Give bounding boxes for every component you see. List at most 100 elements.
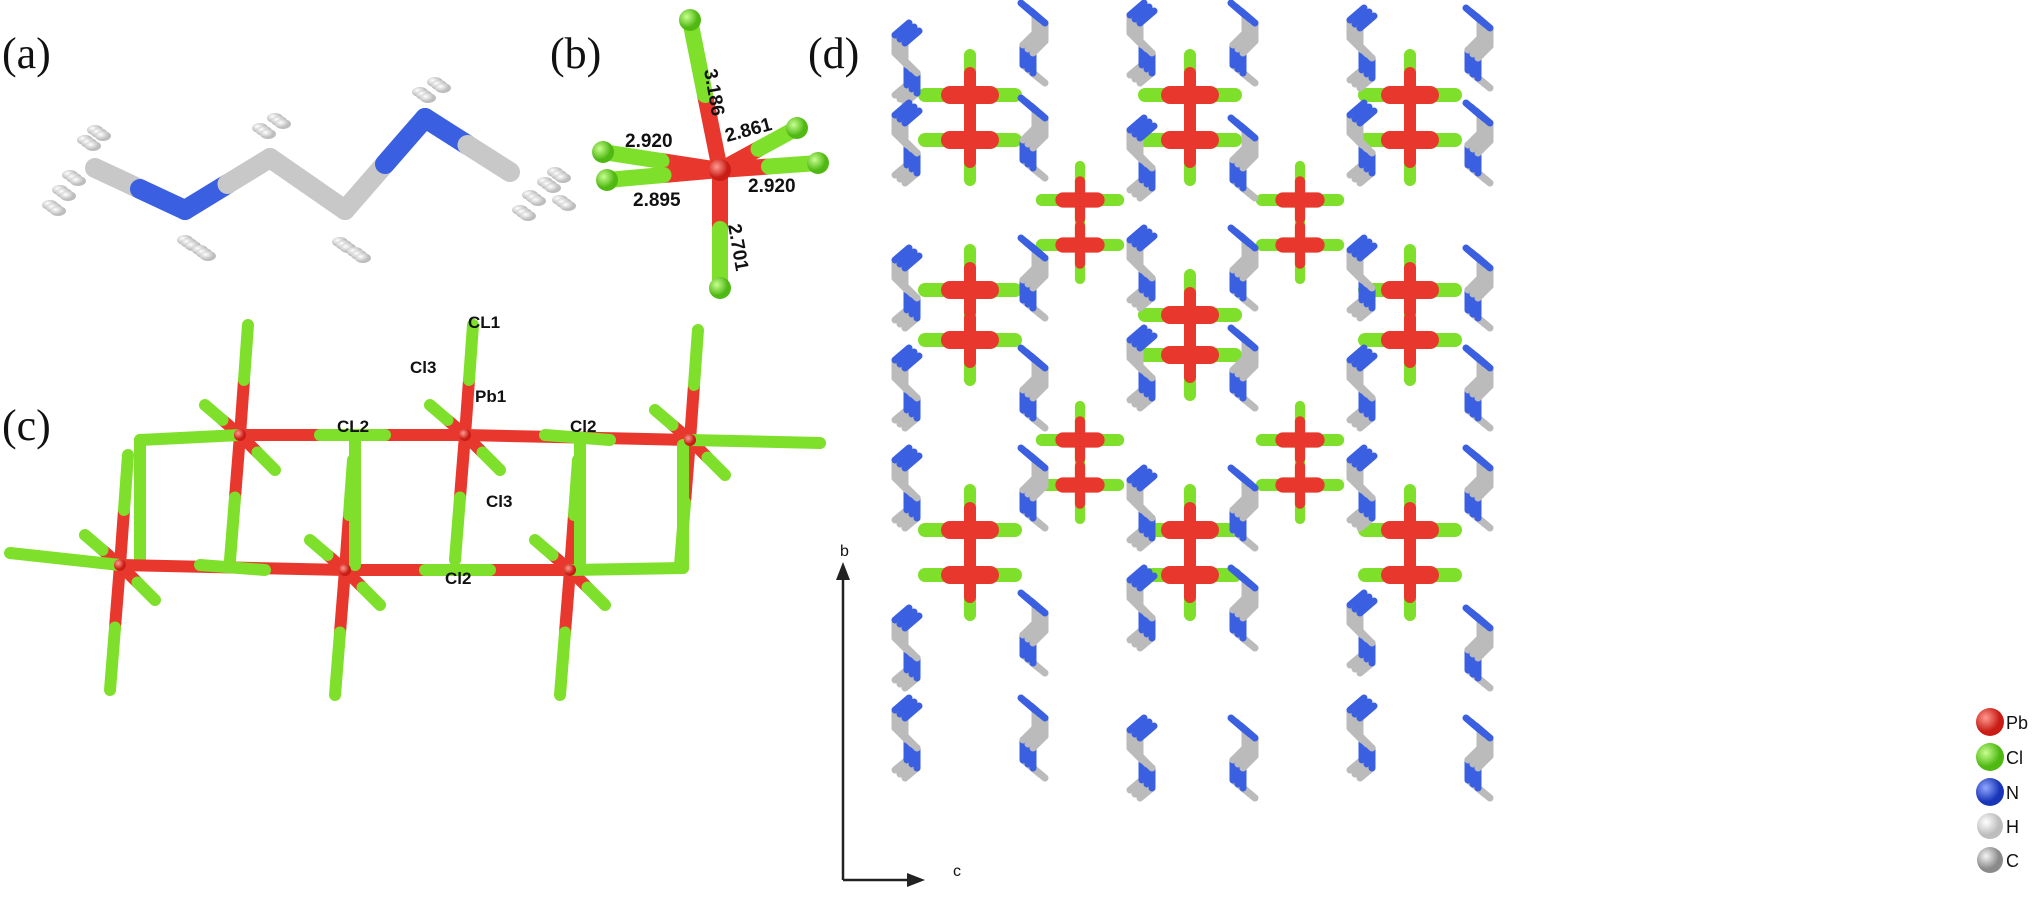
organic-cation xyxy=(896,23,918,43)
arrowhead-icon xyxy=(907,873,925,887)
chlorine-atom xyxy=(679,9,701,31)
legend: Pb Cl N H C xyxy=(1976,708,2028,873)
panel-b-pb-coordination xyxy=(592,9,829,299)
organic-cation xyxy=(1346,589,1368,609)
panel-label-c: (c) xyxy=(2,401,51,450)
organic-cation xyxy=(1027,452,1049,472)
organic-cation xyxy=(1346,234,1368,254)
organic-cation xyxy=(1351,103,1373,123)
lead-atom xyxy=(234,429,246,441)
organic-cation xyxy=(1356,107,1378,127)
organic-cation xyxy=(1472,12,1494,32)
organic-cation xyxy=(1356,597,1378,617)
legend-swatch-cl xyxy=(1976,743,2004,771)
organic-cation xyxy=(1351,348,1373,368)
organic-cation xyxy=(1237,122,1259,142)
chlorine-atom xyxy=(596,169,618,191)
organic-cation xyxy=(1356,242,1378,262)
distance-label: 2.920 xyxy=(748,176,796,197)
atom-label: CL1 xyxy=(468,313,500,332)
bond xyxy=(334,564,351,639)
bond xyxy=(339,509,355,576)
hydrogen-atom xyxy=(530,196,546,206)
bond xyxy=(329,626,346,701)
panel-c-chain xyxy=(4,319,826,701)
bond xyxy=(701,451,731,481)
atom-label: Cl3 xyxy=(486,492,512,511)
organic-cation xyxy=(1126,0,1148,19)
hydrogen-atom xyxy=(200,251,216,261)
bond xyxy=(476,446,506,476)
distance-label: 2.920 xyxy=(625,131,673,152)
panel-d-packing xyxy=(891,0,1494,802)
legend-label: Pb xyxy=(2006,713,2028,733)
hydrogen-atom xyxy=(275,119,291,129)
hydrogen-atom xyxy=(95,131,111,141)
organic-cation xyxy=(1472,722,1494,742)
organic-cation xyxy=(896,103,918,123)
organic-cation xyxy=(896,608,918,628)
atom-label: CL2 xyxy=(337,417,369,436)
organic-cation xyxy=(1356,702,1378,722)
bond xyxy=(449,491,466,566)
bond xyxy=(554,626,571,701)
organic-cation xyxy=(1346,694,1368,714)
organic-cation xyxy=(1027,702,1049,722)
organic-cation xyxy=(901,352,923,372)
organic-cation xyxy=(1351,8,1373,28)
bond xyxy=(4,547,126,571)
legend-label: C xyxy=(2006,851,2019,871)
hydrogen-atom xyxy=(520,211,536,221)
legend-swatch-pb xyxy=(1976,708,2004,736)
organic-cation xyxy=(1237,7,1259,27)
organic-cation xyxy=(891,444,913,464)
organic-cation xyxy=(1126,114,1148,134)
bond xyxy=(224,491,241,566)
organic-cation xyxy=(1027,7,1049,27)
bond xyxy=(564,562,689,576)
bond xyxy=(131,576,161,606)
bond xyxy=(684,434,826,449)
organic-cation xyxy=(896,448,918,468)
organic-cation xyxy=(1131,118,1153,138)
organic-cation xyxy=(1136,332,1158,352)
bond xyxy=(229,429,246,504)
organic-cation xyxy=(1131,718,1153,738)
bond xyxy=(682,12,713,103)
hydrogen-atom xyxy=(50,206,66,216)
organic-cation xyxy=(896,348,918,368)
atom-label: Cl2 xyxy=(445,569,471,588)
organic-cation xyxy=(1472,452,1494,472)
organic-cation xyxy=(1126,464,1148,484)
chlorine-atom xyxy=(807,152,829,174)
bond xyxy=(697,87,728,178)
organic-cation xyxy=(891,19,913,39)
organic-cation xyxy=(1131,3,1153,23)
atom-label: Cl3 xyxy=(410,358,436,377)
organic-cation xyxy=(1131,568,1153,588)
bond xyxy=(304,534,334,561)
distance-label: 2.895 xyxy=(633,190,681,211)
hydrogen-atom xyxy=(555,173,571,183)
organic-cation xyxy=(1351,593,1373,613)
bond xyxy=(459,374,475,441)
bond xyxy=(109,559,126,634)
hydrogen-atom xyxy=(435,83,451,93)
bond xyxy=(375,108,435,174)
organic-cation xyxy=(1472,612,1494,632)
bond xyxy=(463,319,479,386)
organic-cation xyxy=(1131,468,1153,488)
bond xyxy=(559,564,576,639)
bond xyxy=(234,374,250,441)
organic-cation xyxy=(896,698,918,718)
axis-label-c: c xyxy=(953,863,961,880)
organic-cation xyxy=(1136,122,1158,142)
hydrogen-atom xyxy=(560,201,576,211)
bond xyxy=(251,446,281,476)
organic-cation xyxy=(891,604,913,624)
organic-cation xyxy=(901,27,923,47)
hydrogen-atom xyxy=(355,253,371,263)
atom-label: Pb1 xyxy=(475,387,506,406)
chlorine-atom xyxy=(709,277,731,299)
lead-atom xyxy=(114,559,126,571)
